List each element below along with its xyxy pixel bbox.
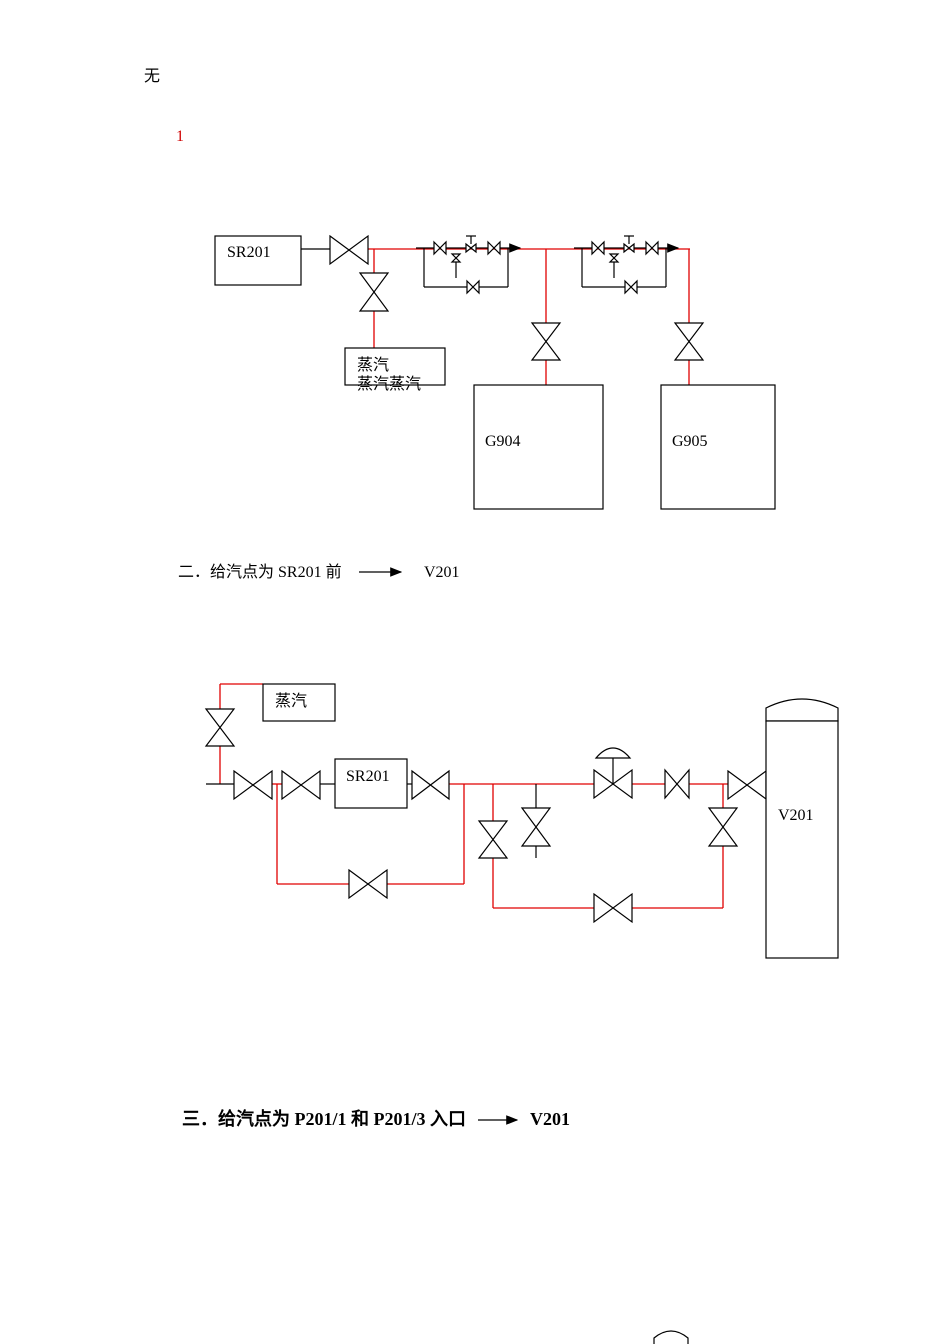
gate-valve-g904 [530,322,562,361]
trap-station-2 [574,235,680,295]
section2-title: 二．给汽点为 SR201 前 [178,564,342,581]
v201-vessel [765,720,839,959]
gate-valve-cv-bypass-down [707,807,739,847]
gate-valve-after-cv [664,768,690,800]
section3-title: 三．给汽点为 P201/1 和 P201/3 入口 [182,1109,466,1129]
steam-box-1 [344,347,446,386]
g905-label: G905 [672,433,708,450]
gate-valve-sr201-outlet [329,234,369,266]
g904-box [473,384,604,510]
control-valve-actuator [594,747,632,759]
heading-none: 无 [144,68,161,85]
trap-station-1 [416,235,522,295]
v201-head [765,698,839,722]
sr201-label-2: SR201 [346,768,390,785]
v201-label: V201 [778,807,814,824]
gate-valve-cv-bypass-up [477,820,509,859]
sr201-box-2 [334,758,408,809]
gate-valve-sr201-outlet-2 [411,769,450,801]
gate-valve-drain [520,807,552,847]
gate-valve-steam-2 [204,708,236,747]
sr201-box-1 [214,235,302,286]
gate-valve-g905 [673,322,705,361]
steam-label-1b: 蒸汽蒸汽 [357,375,421,393]
section3-target: V201 [530,1109,570,1129]
section2-target: V201 [424,564,460,581]
gate-valve-inlet-b [281,769,321,801]
gate-valve-v201-inlet [727,769,767,801]
sr201-label-1: SR201 [227,244,271,261]
vessel-top-partial [653,1330,689,1344]
diagram-1: SR201 蒸汽 蒸汽蒸汽 G904 G905 [214,234,776,510]
steam-box-2 [262,683,336,722]
gate-valve-steam-1 [358,272,390,312]
g905-box [660,384,776,510]
steam-label-2: 蒸汽 [275,692,307,710]
steam-label-1a: 蒸汽 [357,356,389,374]
gate-valve-sr201-bypass [348,868,388,900]
diagram-2: 蒸汽 SR201 V201 [204,683,839,959]
gate-valve-cv-bypass-low [593,892,633,924]
marker-1: 1 [176,128,184,145]
g904-label: G904 [485,433,521,450]
gate-valve-inlet-a [233,769,273,801]
